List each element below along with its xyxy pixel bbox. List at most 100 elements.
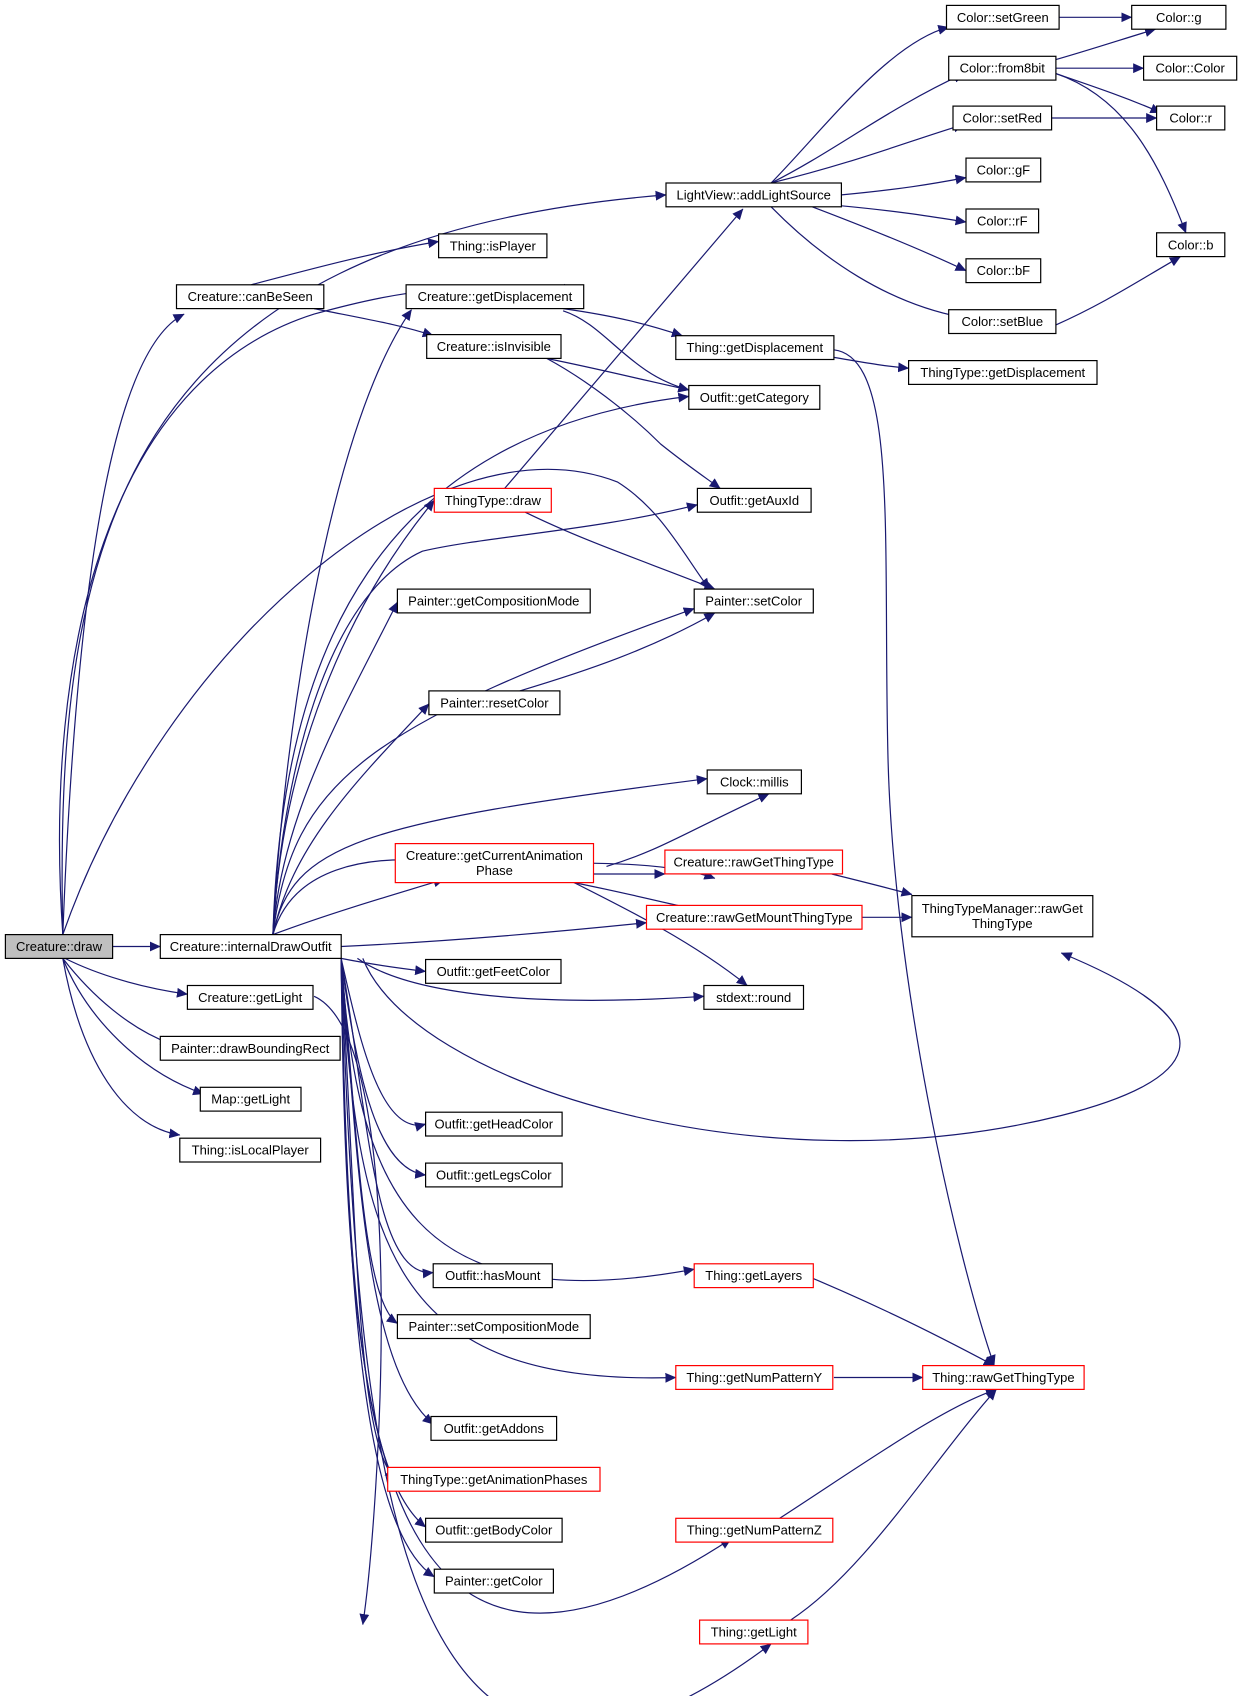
node-getBodyColor[interactable]: Outfit::getBodyColor	[425, 1517, 563, 1543]
node-painter-getColor[interactable]: Painter::getColor	[433, 1568, 554, 1594]
call-edge	[272, 607, 695, 935]
call-edge	[546, 357, 721, 489]
node-thing-rawGetThingType[interactable]: Thing::rawGetThingType	[922, 1364, 1085, 1390]
node-box	[432, 1263, 553, 1289]
node-label: Map::getLight	[211, 1092, 290, 1107]
call-edge	[272, 877, 445, 936]
call-edge	[770, 73, 965, 184]
node-round[interactable]: stdext::round	[703, 984, 805, 1010]
node-creature-getLight[interactable]: Creature::getLight	[186, 984, 314, 1010]
call-edge	[362, 952, 1181, 1142]
node-getAddons[interactable]: Outfit::getAddons	[430, 1415, 558, 1441]
node-box	[948, 309, 1057, 335]
call-edge	[340, 958, 677, 1383]
node-getNumPatternZ[interactable]: Thing::getNumPatternZ	[675, 1517, 834, 1543]
node-setGreen[interactable]: Color::setGreen	[945, 4, 1060, 30]
node-box	[199, 1086, 302, 1112]
node-label: Thing::getDisplacement	[687, 340, 824, 355]
node-hasMount[interactable]: Outfit::hasMount	[432, 1263, 553, 1289]
node-resetColor[interactable]: Painter::resetColor	[428, 690, 561, 716]
node-rawGetMountThingType[interactable]: Creature::rawGetMountThingType	[645, 904, 863, 930]
node-getLegsColor[interactable]: Outfit::getLegsColor	[425, 1162, 563, 1188]
node-label: Color::from8bit	[960, 61, 1046, 76]
node-millis[interactable]: Clock::millis	[706, 769, 803, 795]
call-edge	[841, 205, 967, 226]
call-edge	[340, 958, 427, 1179]
call-edge	[504, 208, 744, 489]
call-edge	[62, 958, 172, 1046]
call-edge	[833, 349, 996, 1367]
node-getNumPatternY[interactable]: Thing::getNumPatternY	[675, 1364, 834, 1390]
node-bF[interactable]: Color::bF	[965, 258, 1042, 284]
node-isLocalPlayer[interactable]: Thing::isLocalPlayer	[179, 1137, 322, 1163]
node-drawBoundingRect[interactable]: Painter::drawBoundingRect	[159, 1035, 341, 1061]
node-box	[1155, 232, 1226, 258]
node-creature-getDisplacement[interactable]: Creature::getDisplacement	[405, 284, 585, 310]
node-setBlue[interactable]: Color::setBlue	[948, 309, 1057, 335]
call-edge	[546, 357, 690, 393]
node-label: Thing::getLight	[711, 1625, 797, 1640]
node-box	[1142, 55, 1238, 81]
node-label: Outfit::getBodyColor	[435, 1523, 553, 1538]
node-setRed[interactable]: Color::setRed	[952, 105, 1053, 131]
node-getCategory[interactable]: Outfit::getCategory	[688, 384, 821, 410]
node-tm-rawGetThingType[interactable]: ThingTypeManager::rawGetThingType	[911, 894, 1094, 938]
node-color-b[interactable]: Color::b	[1155, 232, 1226, 258]
node-gF[interactable]: Color::gF	[965, 157, 1042, 183]
node-thing-getLight[interactable]: Thing::getLight	[698, 1619, 809, 1645]
node-getAuxId[interactable]: Outfit::getAuxId	[696, 487, 812, 513]
node-isPlayer[interactable]: Thing::isPlayer	[438, 233, 548, 259]
node-label: Thing::getNumPatternZ	[687, 1523, 822, 1538]
call-edge	[272, 703, 430, 935]
node-color-g[interactable]: Color::g	[1131, 4, 1227, 30]
call-edge	[340, 958, 427, 1132]
node-thing-getDisplacement[interactable]: Thing::getDisplacement	[675, 335, 835, 361]
node-addLightSource[interactable]: LightView::addLightSource	[665, 182, 842, 208]
node-box	[945, 4, 1060, 30]
node-color-Color[interactable]: Color::Color	[1142, 55, 1238, 81]
node-rF[interactable]: Color::rF	[965, 208, 1040, 234]
node-map-getLight[interactable]: Map::getLight	[199, 1086, 302, 1112]
node-creature-draw[interactable]: Creature::draw	[4, 933, 114, 959]
node-getCompositionMode[interactable]: Painter::getCompositionMode	[396, 588, 591, 614]
node-from8bit[interactable]: Color::from8bit	[948, 55, 1057, 81]
node-label: Color::bF	[977, 263, 1031, 278]
node-box	[664, 849, 844, 875]
call-edge	[1055, 27, 1157, 61]
node-box	[394, 842, 595, 884]
call-edge	[272, 601, 398, 935]
node-label: Color::setRed	[963, 111, 1042, 126]
call-edge	[62, 313, 185, 935]
node-isInvisible[interactable]: Creature::isInvisible	[426, 334, 562, 360]
node-label: stdext::round	[716, 990, 791, 1005]
call-edge	[272, 775, 708, 935]
node-color-r[interactable]: Color::r	[1155, 105, 1226, 131]
node-rawGetThingType[interactable]: Creature::rawGetThingType	[664, 849, 844, 875]
call-edge	[357, 957, 705, 1002]
node-getFeetColor[interactable]: Outfit::getFeetColor	[425, 958, 562, 984]
node-thingtype-getDisplacement[interactable]: ThingType::getDisplacement	[907, 360, 1098, 386]
node-label: Painter::getColor	[445, 1574, 543, 1589]
node-label: Outfit::getAddons	[444, 1421, 545, 1436]
node-getLayers[interactable]: Thing::getLayers	[693, 1263, 814, 1289]
node-canBeSeen[interactable]: Creature::canBeSeen	[175, 284, 325, 310]
node-setCompositionMode[interactable]: Painter::setCompositionMode	[396, 1314, 591, 1340]
node-label: Creature::getCurrentAnimation	[406, 848, 583, 863]
call-edge	[341, 918, 648, 948]
node-internalDrawOutfit[interactable]: Creature::internalDrawOutfit	[159, 933, 342, 959]
node-thingtype-draw[interactable]: ThingType::draw	[433, 487, 552, 513]
node-setColor[interactable]: Painter::setColor	[693, 588, 814, 614]
node-box	[965, 258, 1042, 284]
node-label: Creature::canBeSeen	[188, 289, 313, 304]
node-getAnimationPhases[interactable]: ThingType::getAnimationPhases	[387, 1466, 601, 1492]
call-edge	[62, 958, 181, 1139]
node-label: ThingType	[972, 916, 1033, 931]
node-box	[665, 182, 842, 208]
node-box	[433, 1568, 554, 1594]
node-label: Thing::rawGetThingType	[932, 1370, 1074, 1385]
function-nodes: Creature::draw Creature::internalDrawOutf…	[4, 4, 1238, 1645]
node-getHeadColor[interactable]: Outfit::getHeadColor	[425, 1111, 563, 1137]
node-label: Thing::isLocalPlayer	[192, 1143, 310, 1158]
